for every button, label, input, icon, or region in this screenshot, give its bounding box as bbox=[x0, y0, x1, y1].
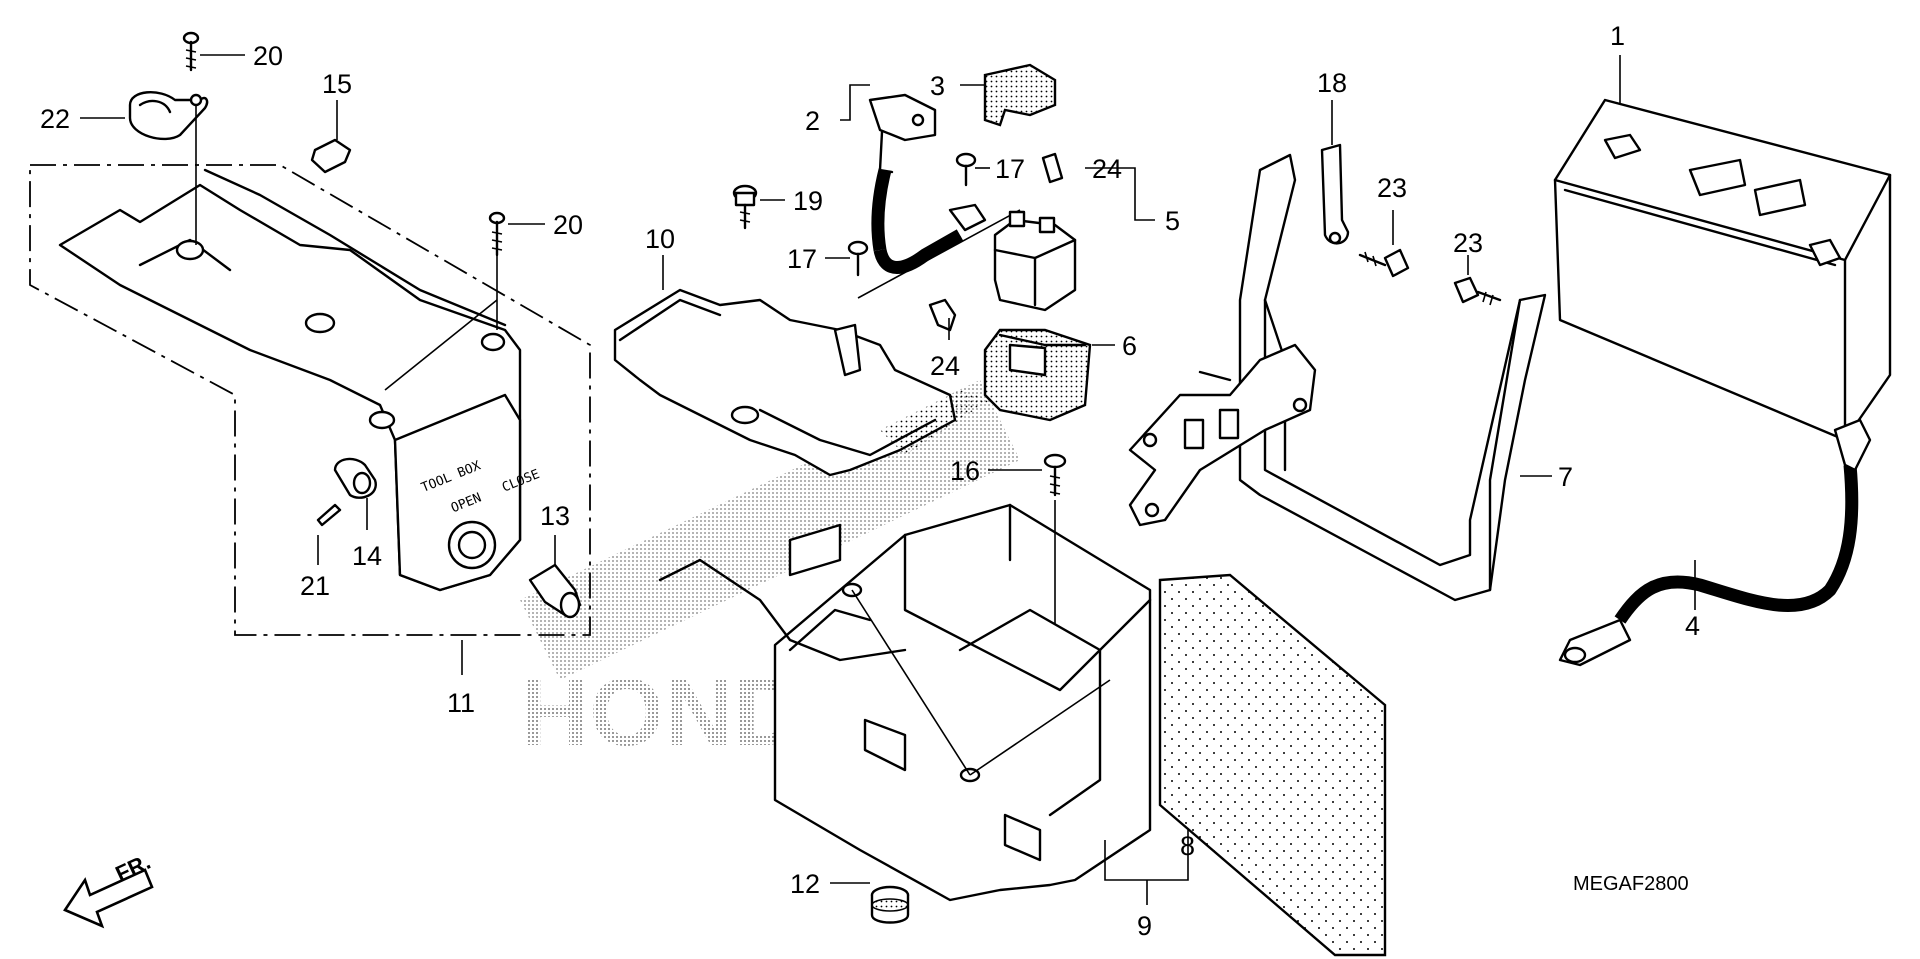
toolbox-cover: TOOL BOX OPEN CLOSE bbox=[58, 168, 542, 592]
label-15: 15 bbox=[322, 69, 352, 99]
label-8: 8 bbox=[1180, 831, 1195, 861]
label-9: 9 bbox=[1137, 911, 1152, 941]
label-11: 11 bbox=[447, 688, 475, 718]
label-2: 2 bbox=[805, 106, 820, 136]
label-14: 14 bbox=[352, 541, 382, 571]
label-22: 22 bbox=[40, 104, 70, 134]
label-1: 1 bbox=[1610, 21, 1625, 51]
label-4: 4 bbox=[1685, 611, 1700, 641]
callout-lines bbox=[80, 54, 1696, 905]
terminal-cap-3 bbox=[983, 63, 1057, 127]
battery-cable-4 bbox=[1558, 418, 1872, 667]
front-arrow: FR. bbox=[63, 849, 154, 929]
label-12: 12 bbox=[790, 869, 820, 899]
label-18: 18 bbox=[1317, 68, 1347, 98]
screw-20-upper bbox=[182, 31, 200, 72]
grommet-14 bbox=[333, 457, 377, 499]
pin-21 bbox=[316, 503, 342, 527]
label-3: 3 bbox=[930, 71, 945, 101]
label-24b: 24 bbox=[930, 351, 960, 381]
part-labels: 1 2 3 4 5 6 7 8 9 10 11 12 13 14 15 16 1… bbox=[40, 21, 1700, 941]
cable-2 bbox=[868, 93, 987, 274]
rubber-sheet-8 bbox=[1158, 573, 1387, 957]
battery-1 bbox=[1553, 98, 1892, 442]
diagram-code: MEGAF2800 bbox=[1573, 873, 1689, 895]
bolt-17-lower bbox=[847, 240, 869, 277]
label-23a: 23 bbox=[1377, 173, 1407, 203]
group-frame-11 bbox=[29, 164, 591, 636]
label-24a: 24 bbox=[1092, 154, 1122, 184]
bolt-16 bbox=[1043, 453, 1067, 497]
fuse-24-lower bbox=[928, 298, 957, 332]
label-16: 16 bbox=[950, 456, 980, 486]
label-13: 13 bbox=[540, 501, 570, 531]
battery-box-9 bbox=[658, 503, 1152, 902]
label-23b: 23 bbox=[1453, 228, 1483, 258]
screw-20-lower bbox=[488, 211, 506, 257]
label-20a: 20 bbox=[253, 41, 283, 71]
battery-cover-10 bbox=[613, 288, 990, 477]
strap-18 bbox=[1320, 143, 1350, 245]
clip-15 bbox=[310, 138, 352, 174]
label-10: 10 bbox=[645, 224, 675, 254]
label-20b: 20 bbox=[553, 210, 583, 240]
label-6: 6 bbox=[1122, 331, 1137, 361]
bolt-19 bbox=[732, 184, 758, 230]
starter-relay-5 bbox=[993, 210, 1077, 312]
bolt-23-lower bbox=[1453, 276, 1502, 306]
label-21: 21 bbox=[300, 571, 330, 601]
fuse-24-upper bbox=[1041, 152, 1064, 184]
label-17b: 17 bbox=[787, 244, 817, 274]
label-19: 19 bbox=[793, 186, 823, 216]
relay-cover-6 bbox=[983, 328, 1092, 422]
battery-holder-7 bbox=[1128, 153, 1547, 602]
bolt-23-upper bbox=[1358, 248, 1410, 278]
label-17a: 17 bbox=[995, 154, 1025, 184]
grommet-12 bbox=[870, 885, 910, 924]
label-7: 7 bbox=[1558, 462, 1573, 492]
label-5: 5 bbox=[1165, 206, 1180, 236]
grommet-22 bbox=[128, 91, 209, 141]
bolt-17-upper bbox=[955, 152, 977, 187]
